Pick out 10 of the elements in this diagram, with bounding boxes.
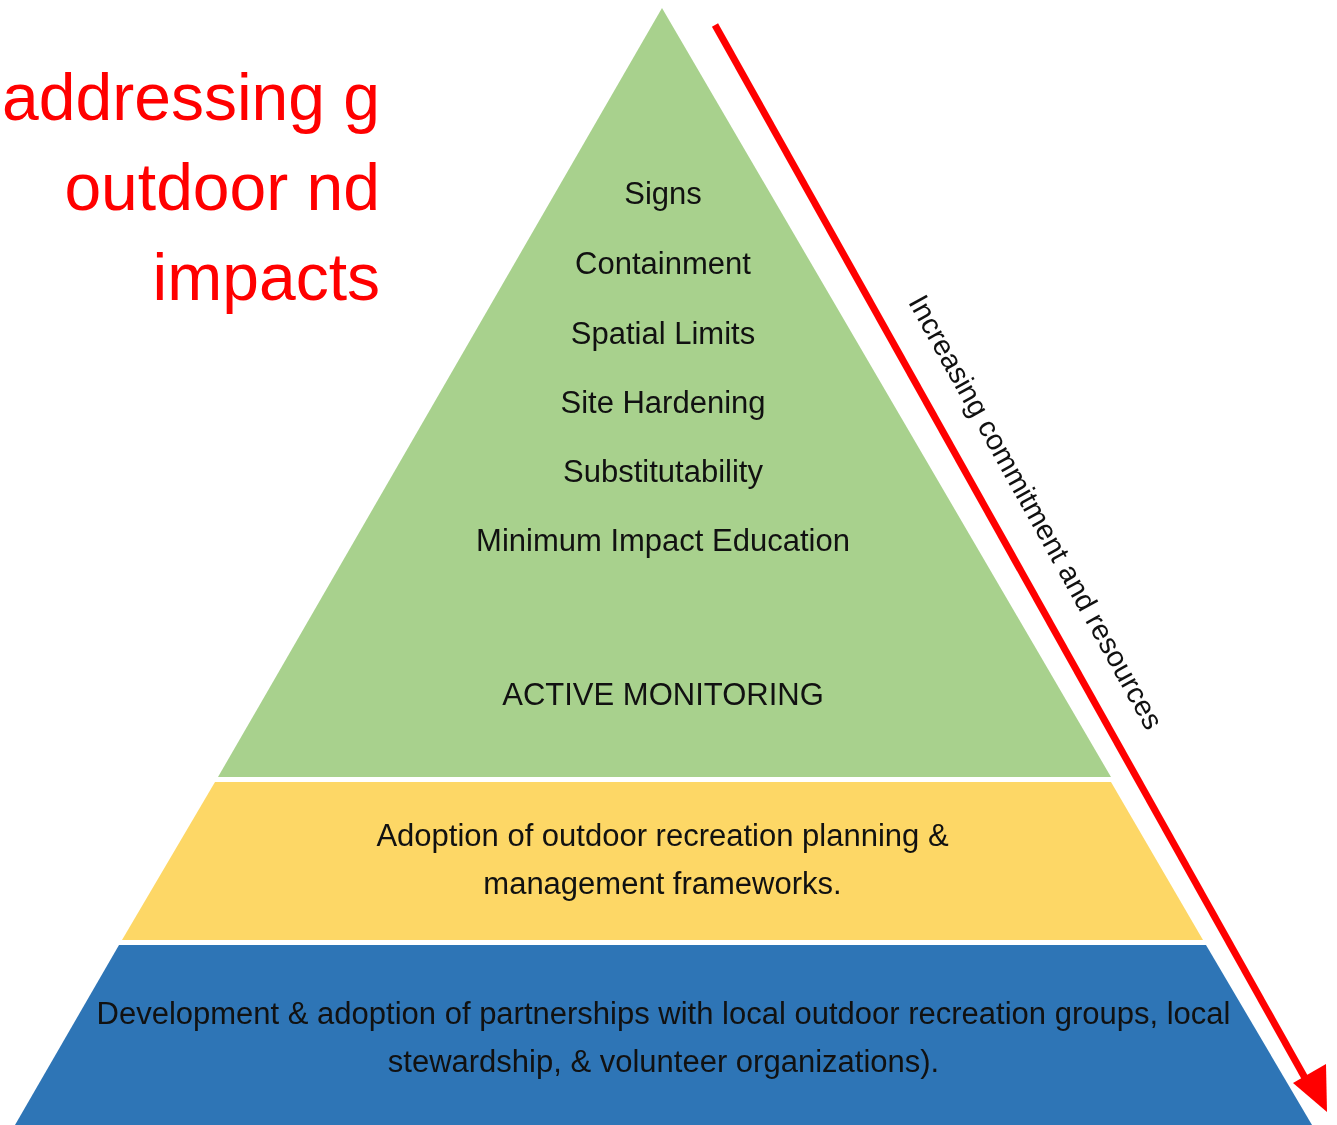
tier-text: Containment	[574, 245, 752, 283]
tier-text: Signs	[623, 175, 703, 213]
tier-text: Minimum Impact Education	[475, 522, 851, 560]
title: addressing g outdoor nd impacts	[1, 59, 380, 316]
tier-text: ACTIVE MONITORING	[501, 676, 825, 714]
tier-text: Adoption of outdoor recreation planning & management frameworks.	[375, 817, 950, 903]
tier-text: Substitutability	[562, 453, 764, 491]
tier-text: Site Hardening	[559, 384, 767, 422]
tier-text: Spatial Limits	[569, 315, 757, 353]
tier-text: Development & adoption of partnerships with local outdoor recreation groups, local stewardship, & volunteer organizations).	[95, 995, 1232, 1081]
